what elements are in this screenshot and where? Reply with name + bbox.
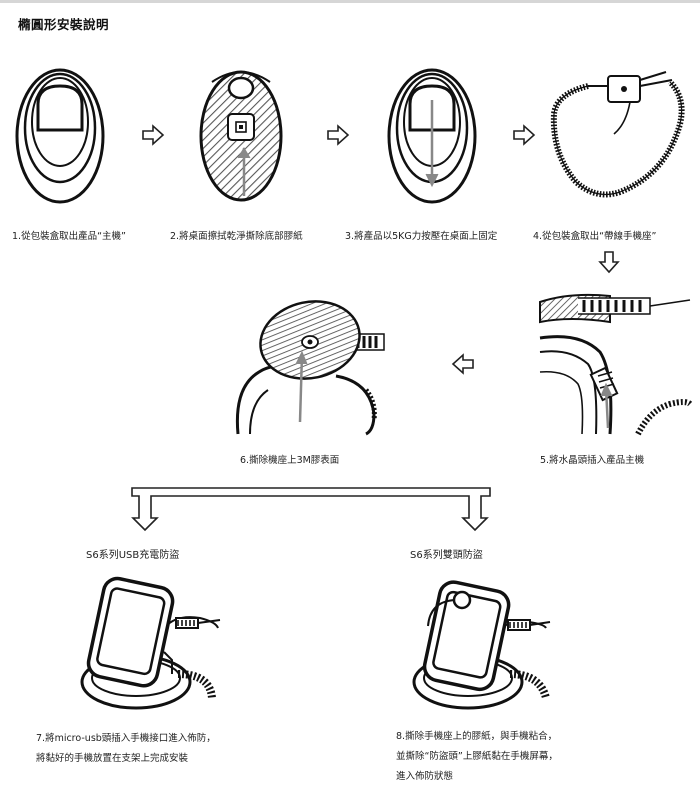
step4-caption: 4.從包裝盒取出“帶線手機座” <box>533 231 657 242</box>
step1-caption: 1.從包裝盒取出產品“主機” <box>12 231 126 242</box>
step5-connector-illustration <box>539 292 693 436</box>
step8-line2: 並撕除“防盜頭”上膠紙黏在手機屏幕， <box>396 751 558 762</box>
step8-dual-phone-illustration <box>412 578 562 710</box>
step3-press-illustration <box>386 66 478 206</box>
left-arrow-icon <box>451 353 474 375</box>
step6-tape-illustration <box>234 294 385 436</box>
branch-left-label: S6系列USB充電防盜 <box>86 550 180 561</box>
step2-caption: 2.將桌面擦拭乾淨撕除底部膠紙 <box>170 231 303 242</box>
step8-line1: 8.撕除手機座上的膠紙，與手機粘合， <box>396 731 558 742</box>
page-title: 橢圓形安裝說明 <box>18 17 110 32</box>
down-arrow-icon <box>598 251 620 274</box>
step4-cable-holder-illustration <box>548 64 688 204</box>
step7-line1: 7.將micro-usb頭插入手機接口進入佈防， <box>36 733 216 744</box>
step1-host-illustration <box>14 66 106 206</box>
top-divider <box>0 0 700 3</box>
right-arrow-icon <box>142 124 165 146</box>
step5-caption: 5.將水晶頭插入產品主機 <box>540 455 645 466</box>
right-arrow-icon <box>513 124 536 146</box>
step2-underside-illustration <box>198 68 284 204</box>
right-arrow-icon <box>327 124 350 146</box>
step7-usb-phone-illustration <box>80 576 230 710</box>
branch-arrow-icon <box>130 486 492 532</box>
branch-right-label: S6系列雙頭防盜 <box>410 550 483 561</box>
step6-caption: 6.撕除機座上3M膠表面 <box>240 455 340 466</box>
step7-line2: 將黏好的手機放置在支架上完成安裝 <box>36 753 189 764</box>
step3-caption: 3.將產品以5KG力按壓在桌面上固定 <box>345 231 498 242</box>
step8-line3: 進入佈防狀態 <box>396 771 454 782</box>
